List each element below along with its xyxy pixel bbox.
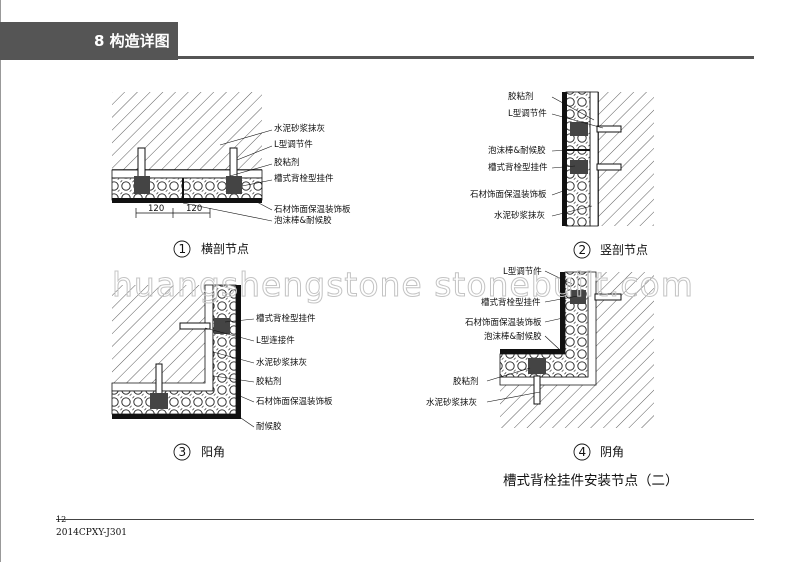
concrete-wall bbox=[112, 285, 205, 383]
label-l-adjuster: L型调节件 bbox=[274, 139, 313, 150]
detail-1-number: 1 bbox=[179, 242, 187, 256]
back-anchor-bracket bbox=[570, 160, 588, 174]
label-adhesive: 胶粘剂 bbox=[453, 376, 479, 387]
anchor-bolt bbox=[533, 375, 541, 405]
anchor-bolt bbox=[596, 125, 622, 133]
label-stone-board: 石材饰面保温装饰板 bbox=[470, 189, 547, 200]
anchor-bolt bbox=[155, 363, 163, 395]
detail-3-number: 3 bbox=[179, 445, 187, 459]
label-foam-sealant: 泡沫棒&耐候胶 bbox=[488, 145, 546, 156]
label-mortar: 水泥砂浆抹灰 bbox=[494, 210, 545, 221]
detail-1-caption: 横剖节点 bbox=[201, 242, 249, 256]
label-bracket: 槽式背栓型挂件 bbox=[256, 313, 316, 324]
label-stone-board: 石材饰面保温装饰板 bbox=[274, 204, 351, 215]
concrete-wall bbox=[112, 92, 262, 170]
anchor-bolt bbox=[179, 322, 211, 330]
back-anchor-bracket bbox=[570, 290, 586, 304]
label-bracket: 槽式背栓型挂件 bbox=[274, 173, 334, 184]
anchor-bolt bbox=[137, 147, 146, 179]
stone-facing bbox=[562, 92, 567, 226]
anchor-bolt bbox=[594, 293, 622, 301]
document-code: 2014CPXY-J301 bbox=[56, 528, 128, 538]
stone-facing bbox=[112, 198, 262, 203]
label-mortar: 水泥砂浆抹灰 bbox=[256, 357, 307, 368]
detail-2-number: 2 bbox=[579, 243, 587, 257]
watermark: huangshengstone stonebuilt.com bbox=[112, 265, 694, 304]
label-foam-sealant: 泡沫棒&耐候胶 bbox=[274, 215, 332, 226]
detail-4-caption: 阴角 bbox=[600, 445, 624, 459]
label-l-adjuster: L型调节件 bbox=[508, 108, 547, 119]
label-bracket: 槽式背栓型挂件 bbox=[481, 297, 541, 308]
section-header: 8 构造详图 bbox=[0, 22, 178, 60]
anchor-bolt bbox=[229, 147, 238, 179]
back-anchor-bracket bbox=[214, 318, 230, 334]
detail-1-horizontal-section: 120 120 水泥砂浆抹灰 L型调节件 胶粘剂 槽式背栓型挂件 石材饰面保温装… bbox=[111, 92, 351, 258]
dimension-1: 120 bbox=[148, 204, 164, 214]
back-anchor-bracket bbox=[150, 393, 168, 409]
back-anchor-bracket bbox=[570, 122, 588, 136]
insulation-board bbox=[565, 91, 591, 227]
back-anchor-bracket bbox=[134, 176, 150, 194]
detail-3-external-corner: 槽式背栓型挂件 L型连接件 水泥砂浆抹灰 胶粘剂 石材饰面保温装饰板 耐候胶 3… bbox=[111, 284, 333, 461]
detail-4-number: 4 bbox=[579, 445, 587, 459]
drawing-title: 槽式背栓挂件安装节点（二） bbox=[503, 473, 679, 489]
detail-2-caption: 竖剖节点 bbox=[600, 243, 648, 257]
label-stone-board: 石材饰面保温装饰板 bbox=[465, 317, 542, 328]
page-left-edge bbox=[0, 0, 1, 562]
label-mortar: 水泥砂浆抹灰 bbox=[274, 123, 325, 134]
label-bracket: 槽式背栓型挂件 bbox=[488, 162, 548, 173]
detail-4-internal-corner: L型调节件 槽式背栓型挂件 石材饰面保温装饰板 泡沫棒&耐候胶 胶粘剂 水泥砂浆… bbox=[426, 266, 654, 461]
page-number: 12 bbox=[56, 515, 67, 524]
label-mortar: 水泥砂浆抹灰 bbox=[426, 397, 477, 408]
label-adhesive: 胶粘剂 bbox=[274, 157, 300, 168]
label-stone-board: 石材饰面保温装饰板 bbox=[256, 396, 333, 407]
section-title: 8 构造详图 bbox=[94, 32, 170, 50]
anchor-bolt bbox=[596, 163, 622, 171]
label-foam-sealant: 泡沫棒&耐候胶 bbox=[484, 331, 542, 342]
footer-rule bbox=[56, 519, 754, 520]
label-sealant: 耐候胶 bbox=[256, 421, 282, 432]
detail-3-caption: 阳角 bbox=[201, 445, 225, 459]
dimension-2: 120 bbox=[186, 204, 202, 214]
back-anchor-bracket bbox=[528, 358, 546, 374]
header-rule bbox=[178, 56, 754, 59]
detail-2-vertical-section: 胶粘剂 L型调节件 泡沫棒&耐候胶 槽式背栓型挂件 石材饰面保温装饰板 水泥砂浆… bbox=[470, 91, 654, 259]
label-l-adjuster: L型调节件 bbox=[503, 266, 542, 277]
label-l-connector: L型连接件 bbox=[256, 335, 295, 346]
concrete-wall bbox=[598, 92, 654, 226]
label-adhesive: 胶粘剂 bbox=[256, 376, 282, 387]
back-anchor-bracket bbox=[226, 176, 242, 194]
label-adhesive: 胶粘剂 bbox=[508, 91, 534, 102]
